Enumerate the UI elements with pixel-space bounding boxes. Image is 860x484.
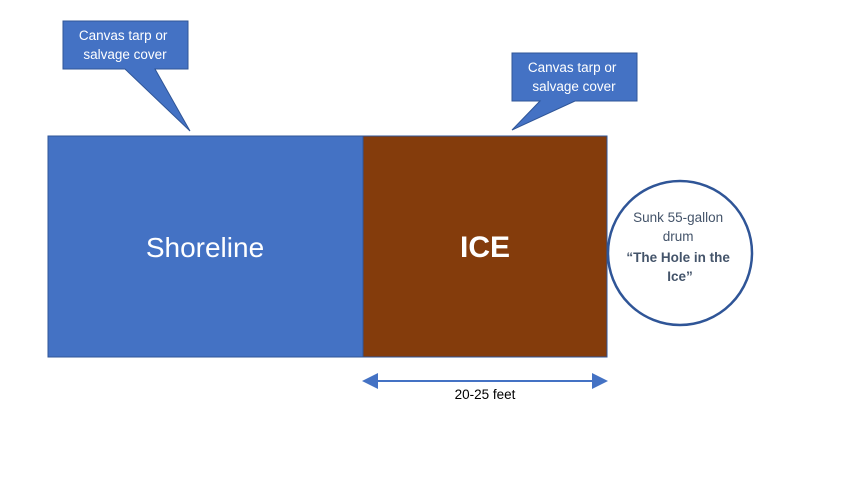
callout-right-line2: salvage cover: [532, 79, 616, 94]
shoreline-rect: [47, 135, 364, 358]
callout-right-line1: Canvas tarp or: [528, 60, 617, 75]
shoreline-label: Shoreline: [146, 232, 264, 263]
drum-line2: drum: [663, 229, 694, 244]
drum-line4: Ice”: [667, 269, 693, 284]
ice-rect: [362, 135, 608, 358]
ice-block: ICE: [362, 135, 608, 358]
svg-text:Canvas tarp or salvage c: Canvas tarp or salvage cover: [528, 60, 620, 94]
callout-left-line2: salvage cover: [83, 47, 167, 62]
callout-left-line1: Canvas tarp or: [79, 28, 168, 43]
callout-left-shape: [62, 20, 191, 132]
dimension-label: 20-25 feet: [455, 387, 516, 402]
dimension: 20-25 feet: [362, 373, 608, 402]
drum-circle: [606, 179, 754, 327]
svg-text:Sunk 55-gallon drum: Sunk 55-gallon drum “The Hole in the Ice…: [626, 210, 733, 284]
svg-text:Canvas tarp or salvage c: Canvas tarp or salvage cover: [79, 28, 171, 62]
drum-line1: Sunk 55-gallon: [633, 210, 723, 225]
drum-line3: “The Hole in the: [626, 250, 730, 265]
ice-label: ICE: [460, 231, 510, 264]
callout-left: Canvas tarp or salvage cover: [62, 20, 191, 132]
shoreline-block: Shoreline: [47, 135, 364, 358]
drum-hole: Sunk 55-gallon drum “The Hole in the Ice…: [606, 179, 754, 327]
callout-right-shape: [511, 52, 638, 131]
callout-right: Canvas tarp or salvage cover: [511, 52, 638, 131]
